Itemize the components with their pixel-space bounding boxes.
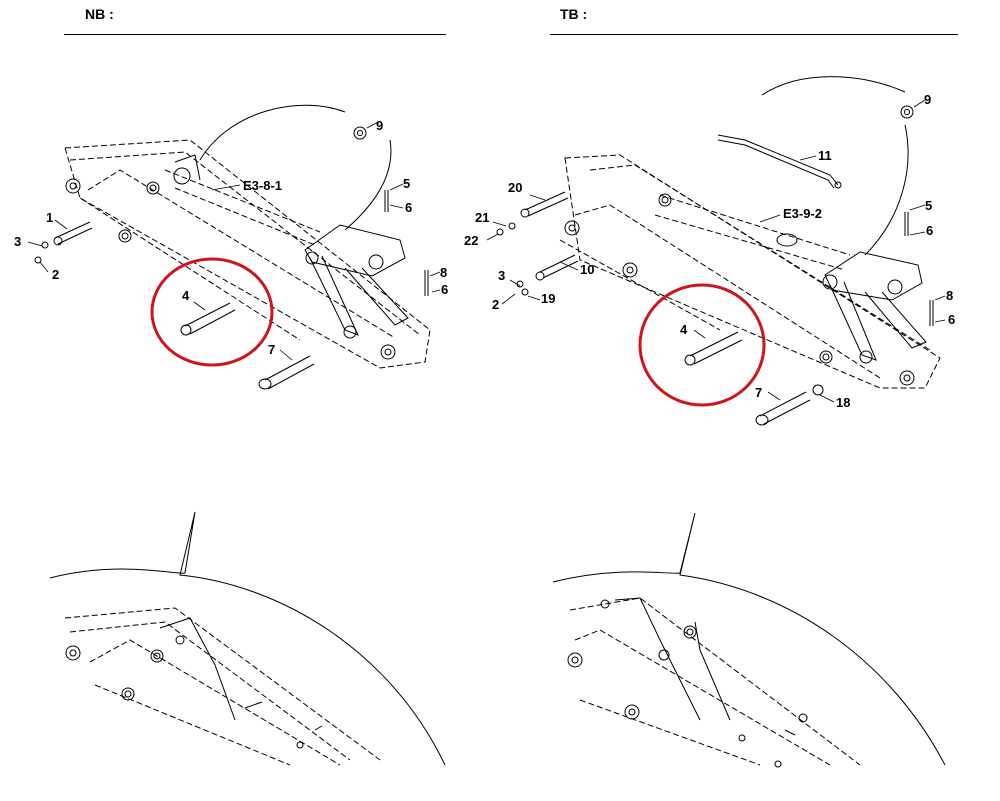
nb-callout: 7: [268, 342, 275, 357]
header-tb: TB :: [560, 6, 588, 22]
tb-callout: 6: [948, 312, 955, 327]
tb-callout: 18: [836, 395, 850, 410]
tb-ref-label: E3-9-2: [783, 206, 822, 221]
tb-callout: 20: [508, 180, 522, 195]
tb-callout: 10: [580, 262, 594, 277]
tb-highlight-circle: [638, 283, 766, 407]
nb-callout: 4: [182, 288, 190, 303]
nb-callout: 5: [403, 176, 410, 191]
tb-callout: 5: [925, 198, 932, 213]
nb-callout: 2: [52, 267, 59, 282]
tb-callout: 6: [926, 223, 933, 238]
nb-callout: 9: [376, 118, 383, 133]
nb-boom-assembly: [34, 104, 431, 390]
header-nb: NB :: [85, 6, 114, 22]
tb-boom-assembly: [496, 76, 941, 426]
nb-callout: 6: [441, 282, 448, 297]
tb-callout: 8: [946, 288, 953, 303]
header-tb-rule: [550, 34, 958, 35]
tb-callout: 4: [680, 322, 688, 337]
nb-highlight-circle: [150, 257, 274, 367]
tb-callout: 3: [498, 268, 505, 283]
nb-callout: 8: [440, 265, 447, 280]
header-nb-rule: [64, 34, 446, 35]
tb-callout: 11: [818, 148, 832, 163]
nb-detail-view: [49, 511, 446, 766]
tb-callout: 2: [492, 297, 499, 312]
nb-callout: 3: [14, 234, 21, 249]
tb-callout: 19: [541, 291, 555, 306]
nb-callout: 1: [46, 210, 53, 225]
nb-ref-label: E3-8-1: [243, 178, 282, 193]
tb-callout: 21: [475, 210, 489, 225]
tb-callout: 9: [924, 92, 931, 107]
tb-callout: 22: [464, 233, 478, 248]
tb-detail-view: [552, 512, 946, 768]
nb-callout: 6: [405, 200, 412, 215]
tb-callout: 7: [755, 385, 762, 400]
